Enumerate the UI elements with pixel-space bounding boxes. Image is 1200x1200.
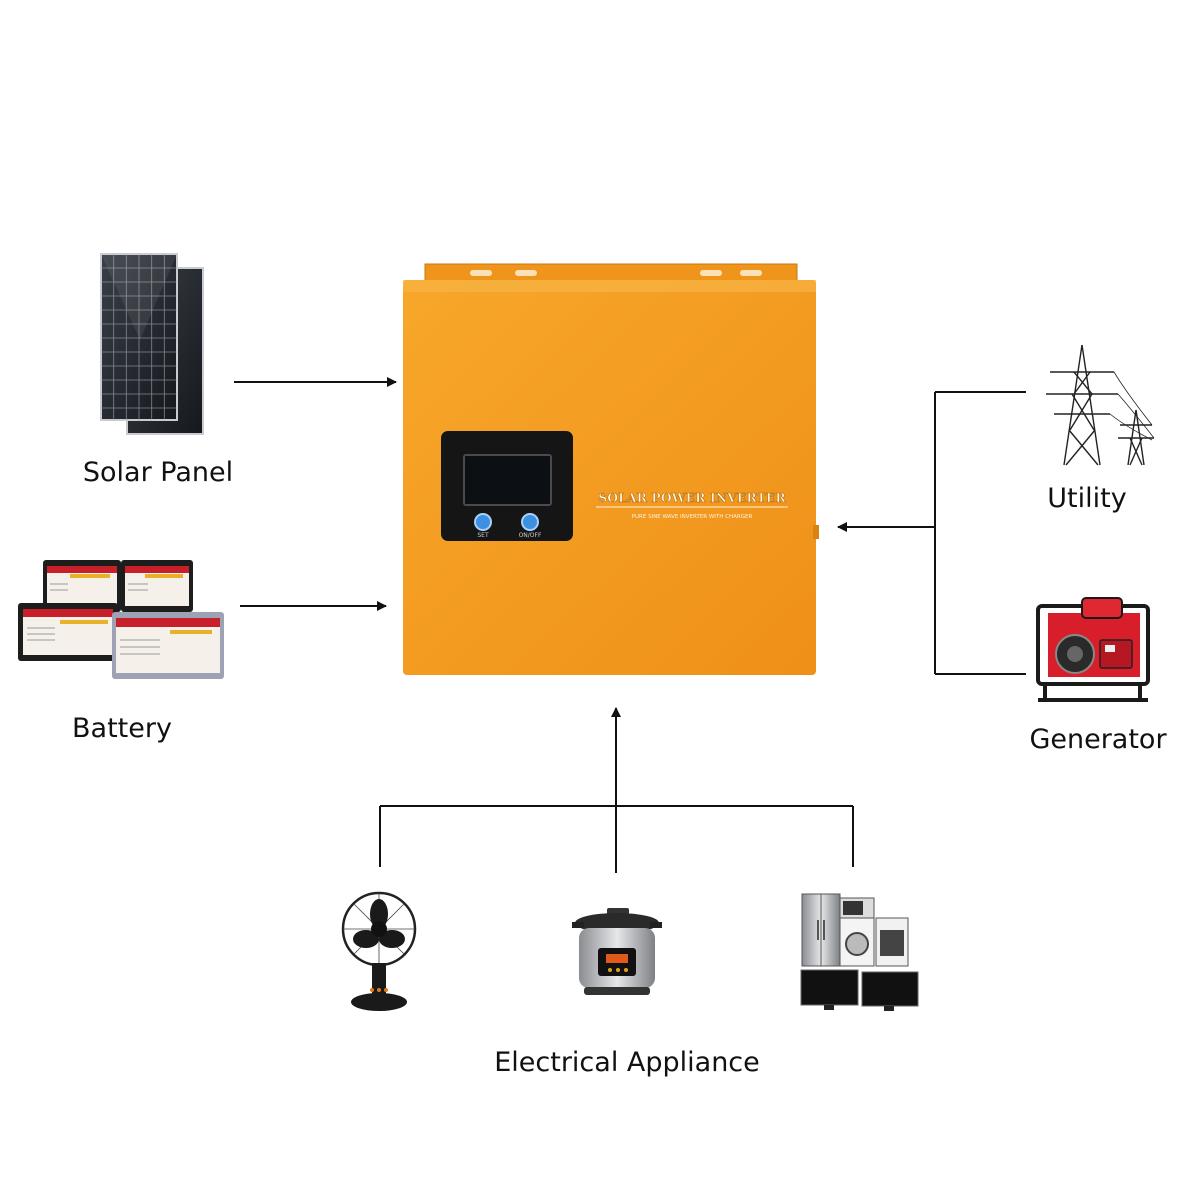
- set-button-label: SET: [477, 532, 489, 539]
- battery-label: Battery: [72, 713, 172, 744]
- utility-label: Utility: [1047, 483, 1126, 514]
- inverter-sub-text: PURE SINE WAVE INVERTER WITH CHARGER: [632, 514, 753, 520]
- solar-panel-label: Solar Panel: [83, 457, 233, 488]
- home-appliances-icon: [800, 893, 919, 1011]
- onoff-button-label: ON/OFF: [519, 532, 542, 539]
- utility-pylon-icon: [1046, 344, 1155, 466]
- ac-source-connector: [934, 391, 1026, 675]
- set-button[interactable]: [474, 513, 492, 531]
- fan-icon: [341, 891, 417, 1011]
- generator-label: Generator: [1029, 724, 1167, 755]
- electrical-appliance-label: Electrical Appliance: [494, 1047, 760, 1078]
- solar-panel-icon: [100, 253, 204, 435]
- rice-cooker-icon: [572, 908, 662, 995]
- generator-icon: [1036, 597, 1150, 702]
- battery-icon: [18, 560, 224, 679]
- inverter: SET ON/OFF SOLAR POWER INVERTER PURE SIN…: [403, 263, 819, 675]
- inverter-body: [403, 280, 816, 675]
- inverter-brand-text: SOLAR POWER INVERTER: [598, 490, 786, 505]
- appliance-connector: [379, 805, 854, 873]
- inverter-lcd-screen: [463, 454, 552, 506]
- onoff-button[interactable]: [521, 513, 539, 531]
